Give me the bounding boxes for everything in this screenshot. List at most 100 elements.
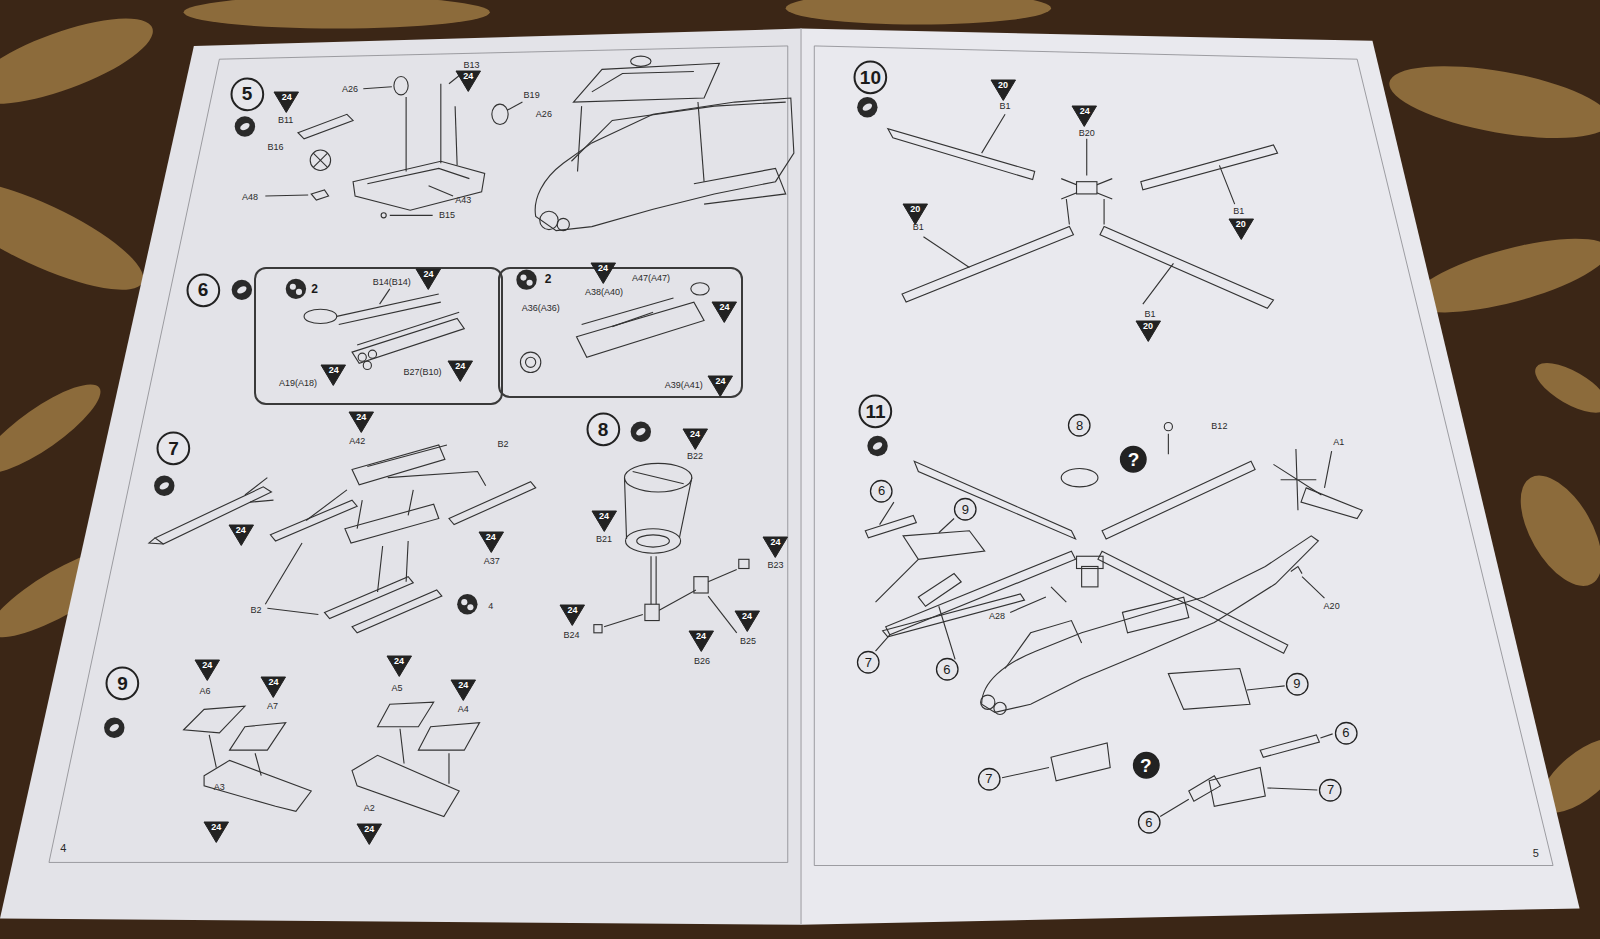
paint-code-badge-text: 24 <box>211 823 221 832</box>
step6-drawing-part <box>526 357 536 367</box>
step11-helicopter-part <box>876 451 1333 816</box>
callout-number-circle <box>1335 722 1356 743</box>
part-label: B27(B10) <box>403 367 441 376</box>
paint-code-badge: 20 <box>990 79 1017 101</box>
paint-code-badge: 24 <box>1071 105 1098 127</box>
step7-drawing-part <box>324 577 413 619</box>
paint-code-badge-text: 24 <box>567 606 577 615</box>
step7-drawing-part <box>352 590 442 633</box>
callout-number-circle <box>936 659 957 680</box>
tablecloth-pattern-part <box>0 1 162 121</box>
parts-box-text: 2 <box>311 283 318 295</box>
step6-drawing-part <box>358 353 366 361</box>
part-label: A39(A41) <box>665 380 703 389</box>
step-number-text: 11 <box>865 402 885 421</box>
step6-drawing-part <box>337 294 439 316</box>
step11-helicopter-part <box>1273 449 1321 510</box>
step11-helicopter-part <box>876 559 962 606</box>
step5-drawing-part <box>363 87 392 89</box>
step6-drawing-part <box>304 309 337 323</box>
step8-drawing-part <box>637 535 670 547</box>
step11-helicopter-part <box>981 695 995 709</box>
paint-code-badge: 24 <box>455 70 482 92</box>
step11-helicopter-part <box>994 702 1006 714</box>
step5-drawing-part <box>429 186 453 196</box>
step5-drawing-part <box>694 168 786 204</box>
badge-triangle <box>1229 219 1254 239</box>
step10-rotor-part <box>1100 227 1273 309</box>
step-number: 7 <box>156 431 191 466</box>
paint-icons-part <box>232 280 252 300</box>
part-label: A5 <box>391 683 402 692</box>
step5-drawing-part <box>535 98 794 231</box>
step10-rotor-part <box>888 129 1035 180</box>
paint-icons-part <box>857 97 877 117</box>
badge-triangle <box>591 263 616 283</box>
step-number: 8 <box>586 412 621 447</box>
part-label: A42 <box>349 436 365 445</box>
tablecloth-pattern-part <box>1528 353 1600 422</box>
paint-icon-marks-part <box>236 285 248 295</box>
step11-helicopter-part <box>982 536 1319 713</box>
part-label: B13 <box>463 61 479 70</box>
callout-number: 7 <box>977 767 1001 791</box>
step10-rotor-part <box>902 227 1073 303</box>
paint-code-badge-text: 24 <box>719 303 729 312</box>
badge-triangle <box>261 677 286 697</box>
paint-code-badge-text: 24 <box>463 72 473 81</box>
paint-code-badge-text: 20 <box>1236 220 1246 229</box>
step7-drawing-part <box>270 500 357 541</box>
paint-code-badge: 24 <box>356 823 383 845</box>
callout-number: 9 <box>1285 672 1309 696</box>
callout-number-circle <box>1069 415 1090 436</box>
paint-icon-marks-part <box>527 280 533 286</box>
step5-drawing-part <box>313 153 327 167</box>
step11-helicopter-part <box>1005 621 1082 669</box>
part-label: A48 <box>242 192 258 201</box>
part-label: B2 <box>498 439 509 448</box>
step5-drawing-part <box>592 71 694 91</box>
badge-triangle <box>1072 106 1097 126</box>
paint-icons-part <box>457 594 477 614</box>
paint-code-badge: 24 <box>478 531 505 553</box>
paint-icon-marks-part <box>239 121 251 131</box>
callout-number-text: 9 <box>962 503 969 516</box>
step8-drawing-part <box>739 559 749 568</box>
step6-drawing <box>257 267 709 405</box>
step-number-text: 9 <box>117 674 128 693</box>
step-number-circle <box>158 432 190 464</box>
callout-number-text: 6 <box>878 484 885 497</box>
paint-code-badge-text: 24 <box>282 93 292 102</box>
paint-code-badge-text: 20 <box>998 81 1008 90</box>
step6-drawing-part <box>691 283 709 295</box>
callout-number-text: 7 <box>985 772 992 785</box>
callout-number-circle <box>871 480 892 501</box>
step10-rotor-part <box>1077 182 1097 194</box>
step11-helicopter-part <box>1168 434 1169 454</box>
paint-icon-marks-part <box>108 723 120 733</box>
step10-rotor-part <box>923 114 1234 304</box>
step5-drawing-part <box>406 97 407 172</box>
step6-drawing-part <box>339 302 441 324</box>
step6-drawing-part <box>520 352 540 372</box>
step7-drawing-part <box>449 482 536 525</box>
step5-drawing <box>265 56 794 231</box>
callout-number-text: 7 <box>1327 783 1334 796</box>
callout-number-circle <box>978 768 999 789</box>
booklet-pages-part <box>49 46 788 863</box>
part-label: B15 <box>439 211 455 220</box>
step-number-circle <box>107 668 139 700</box>
paint-code-badge-text: 24 <box>598 264 608 273</box>
step11-helicopter-part <box>914 461 1075 539</box>
part-label: A4 <box>458 705 469 714</box>
badge-triangle <box>763 537 788 557</box>
step5-drawing-part <box>311 190 328 200</box>
part-label: B24 <box>563 630 579 639</box>
optional-part-icon-text: ? <box>1128 450 1140 469</box>
optional-part-icon-text: ? <box>1140 756 1152 775</box>
paint-code-badge: 20 <box>1135 320 1162 342</box>
part-label: B12 <box>1211 421 1227 430</box>
step5-drawing-part <box>578 106 582 171</box>
callout-number: 6 <box>869 479 893 503</box>
part-label: B11 <box>278 116 293 125</box>
